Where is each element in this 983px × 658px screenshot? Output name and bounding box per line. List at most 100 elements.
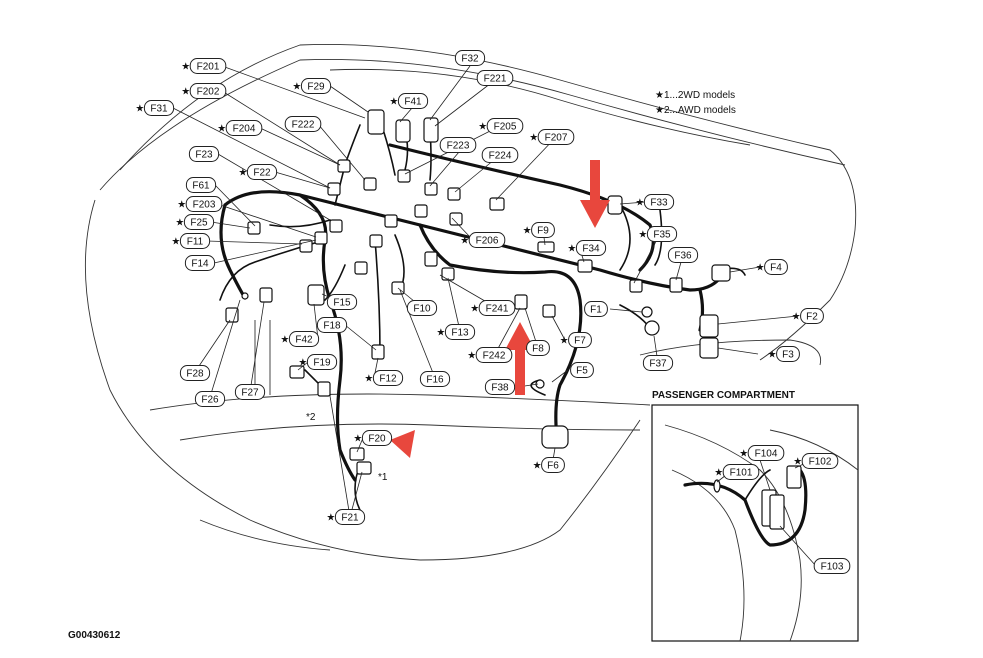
label-pill <box>288 331 320 347</box>
label-pill <box>486 118 524 134</box>
arrow-left-to-f20 <box>390 430 415 458</box>
star-marker-icon: ★ <box>181 87 190 98</box>
label-text: F204 <box>233 124 256 135</box>
connector-label-f37: F37 <box>642 355 674 371</box>
label-text: F19 <box>313 358 331 369</box>
connector-label-f202: F202★ <box>181 83 227 99</box>
star-marker-icon: ★ <box>171 237 180 248</box>
star-marker-icon: ★ <box>529 133 538 144</box>
label-pill <box>643 194 675 210</box>
connector-label-f18: F18 <box>316 317 348 333</box>
connector-label-f6: F6★ <box>533 457 565 473</box>
connector-label-f203: F203★ <box>177 196 223 212</box>
label-pill <box>184 255 216 271</box>
connector-label-f224: F224 <box>481 147 519 163</box>
connector-label-f8: F8 <box>526 340 550 356</box>
connector-label-f25: F25★ <box>175 214 215 230</box>
label-pill <box>776 346 800 362</box>
label-pill <box>800 308 824 324</box>
star-marker-icon: ★ <box>792 312 801 323</box>
label-text: F241 <box>486 304 509 315</box>
label-pill <box>481 147 519 163</box>
connector-label-f7: F7 ★ <box>560 332 592 348</box>
label-text: F36 <box>674 251 692 262</box>
connector-label-f102: F102★ <box>793 453 839 469</box>
star-marker-icon: ★ <box>364 374 373 385</box>
star-marker-icon: ★ <box>353 434 362 445</box>
label-text: F222 <box>292 120 315 131</box>
diagram-code: G00430612 <box>68 630 121 641</box>
label-text: F3 <box>782 350 794 361</box>
label-pill <box>406 300 438 316</box>
star-marker-icon: ★ <box>389 97 398 108</box>
label-pill <box>334 509 366 525</box>
connector-label-f4: F4 ★ <box>756 259 788 275</box>
star-marker-icon: ★ <box>467 351 476 362</box>
connector-label-f22: F22★ <box>238 164 278 180</box>
connector-label-f29: F29★ <box>292 78 332 94</box>
inset-title: PASSENGER COMPARTMENT <box>652 390 795 401</box>
label-text: F101 <box>730 468 753 479</box>
connector-label-f223: F223 <box>439 137 477 153</box>
label-text: F18 <box>323 321 341 332</box>
connector-label-f1: F1 <box>584 301 608 317</box>
label-pill <box>143 100 175 116</box>
star-marker-icon: ★ <box>478 122 487 133</box>
label-pill <box>188 146 220 162</box>
star-marker-icon: ★ <box>181 62 190 73</box>
label-text: F221 <box>484 74 507 85</box>
label-pill <box>444 324 476 340</box>
star-marker-icon: ★ <box>175 218 184 229</box>
connectors <box>225 109 731 475</box>
connector-label-f16: F16 <box>419 371 451 387</box>
label-text: F13 <box>451 328 469 339</box>
label-text: F16 <box>426 375 444 386</box>
connector-label-f19: F19★ <box>298 354 338 370</box>
connector-label-f28: F28 <box>179 365 211 381</box>
label-pill <box>183 214 215 230</box>
connector-label-f5: F5 <box>570 362 594 378</box>
label-pill <box>397 93 429 109</box>
label-pill <box>747 445 785 461</box>
label-pill <box>468 232 506 248</box>
label-text: F206 <box>476 236 499 247</box>
label-pill <box>541 457 565 473</box>
label-text: F26 <box>201 395 219 406</box>
label-text: F201 <box>197 62 220 73</box>
label-pill <box>570 362 594 378</box>
label-text: F10 <box>413 304 431 315</box>
connector-label-f31: F31★ <box>135 100 175 116</box>
label-text: F32 <box>461 54 479 65</box>
connector-label-f12: F12★ <box>364 370 404 386</box>
connector-label-f61: F61 <box>185 177 217 193</box>
connector-label-f35: F35★ <box>638 226 678 242</box>
annotation-arrows <box>390 160 610 458</box>
connector-label-f205: F205 ★ <box>478 118 524 134</box>
arrow-up-to-f241 <box>505 322 535 395</box>
star-marker-icon: ★ <box>523 226 532 237</box>
connector-label-f101: F101★ <box>714 464 760 480</box>
label-pill <box>185 177 217 193</box>
label-pill <box>316 317 348 333</box>
star-marker-icon: ★ <box>756 263 765 274</box>
label-text: F35 <box>653 230 671 241</box>
2wd-marker: *1 <box>378 472 388 483</box>
note-2wd: ★1...2WD models <box>655 90 735 101</box>
connector-label-f41: F41★ <box>389 93 429 109</box>
label-text: F29 <box>307 82 325 93</box>
label-text: F102 <box>809 457 832 468</box>
label-text: F4 <box>770 263 782 274</box>
connector-label-f20: F20★ <box>353 430 393 446</box>
star-marker-icon: ★ <box>560 336 569 347</box>
label-pill <box>246 164 278 180</box>
label-text: F207 <box>545 133 568 144</box>
label-pill <box>584 301 608 317</box>
connector-label-f33: F33★ <box>635 194 675 210</box>
label-text: F8 <box>532 344 544 355</box>
label-pill <box>372 370 404 386</box>
label-text: F205 <box>494 122 517 133</box>
label-text: F7 <box>574 336 586 347</box>
awd-marker: *2 <box>306 412 316 423</box>
connector-label-f38: F38 <box>484 379 516 395</box>
connector-label-f27: F27 <box>234 384 266 400</box>
